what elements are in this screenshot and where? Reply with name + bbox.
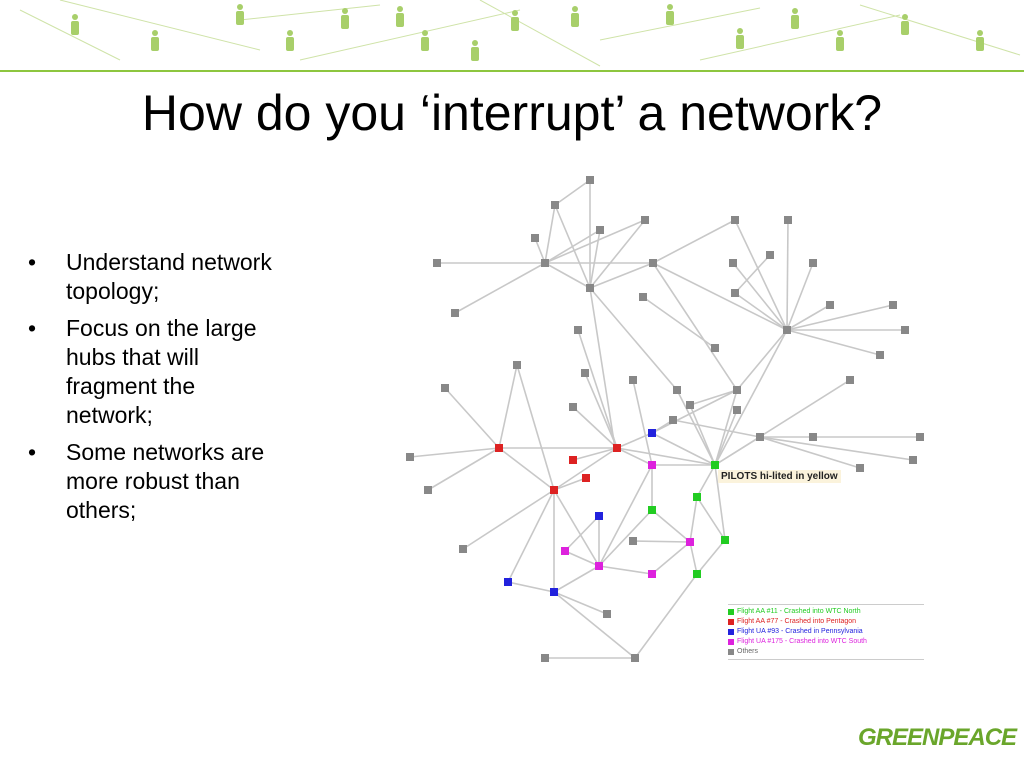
network-edges xyxy=(409,179,920,659)
legend-swatch xyxy=(728,629,734,635)
bullet-list: • Understand network topology; • Focus on … xyxy=(28,248,278,533)
legend-label: Flight AA #11 - Crashed into WTC North xyxy=(737,608,861,615)
bullet-text: Focus on the large hubs that will fragme… xyxy=(66,315,257,428)
legend-swatch xyxy=(728,619,734,625)
flight-ua93-nodes xyxy=(504,429,656,596)
terrorist-network-graph xyxy=(406,176,924,662)
legend-item: Others xyxy=(728,647,924,657)
bullet-icon: • xyxy=(28,315,37,341)
legend-item: Flight AA #11 - Crashed into WTC North xyxy=(728,607,924,617)
other-nodes xyxy=(406,176,924,662)
bullet-icon: • xyxy=(28,439,37,465)
pilots-highlight-label: PILOTS hi-lited in yellow xyxy=(718,470,841,483)
flight-aa77-nodes xyxy=(495,444,621,494)
network-nodes xyxy=(406,176,924,662)
people-network-decoration xyxy=(19,0,1021,67)
legend-label: Others xyxy=(737,648,759,655)
bullet-icon: • xyxy=(28,249,37,275)
bullet-text: Some networks are more robust than other… xyxy=(66,439,265,523)
slide-title: How do you ‘interrupt’ a network? xyxy=(141,85,883,141)
legend-label: Flight UA #175 - Crashed into WTC South xyxy=(737,638,867,645)
legend-item: Flight UA #93 - Crashed in Pennsylvania xyxy=(728,627,924,637)
legend-swatch xyxy=(728,649,734,655)
legend-swatch xyxy=(728,639,734,645)
flight-aa11-nodes xyxy=(648,461,729,578)
header-divider xyxy=(0,70,1024,72)
bullet-text: Understand network topology; xyxy=(66,249,272,304)
flight-ua175-nodes xyxy=(561,461,694,578)
bullet-item: • Understand network topology; xyxy=(28,248,278,306)
header-people-network-banner xyxy=(0,0,1024,72)
bullet-item: • Focus on the large hubs that will fragm… xyxy=(28,314,278,430)
flight-legend: Flight AA #11 - Crashed into WTC North F… xyxy=(728,604,924,660)
legend-item: Flight AA #77 - Crashed into Pentagon xyxy=(728,617,924,627)
legend-swatch xyxy=(728,609,734,615)
legend-label: Flight AA #77 - Crashed into Pentagon xyxy=(737,618,857,625)
bullet-item: • Some networks are more robust than othe… xyxy=(28,438,278,525)
legend-label: Flight UA #93 - Crashed in Pennsylvania xyxy=(737,628,863,635)
greenpeace-logo: GREENPEACE xyxy=(858,724,1017,751)
legend-item: Flight UA #175 - Crashed into WTC South xyxy=(728,637,924,647)
